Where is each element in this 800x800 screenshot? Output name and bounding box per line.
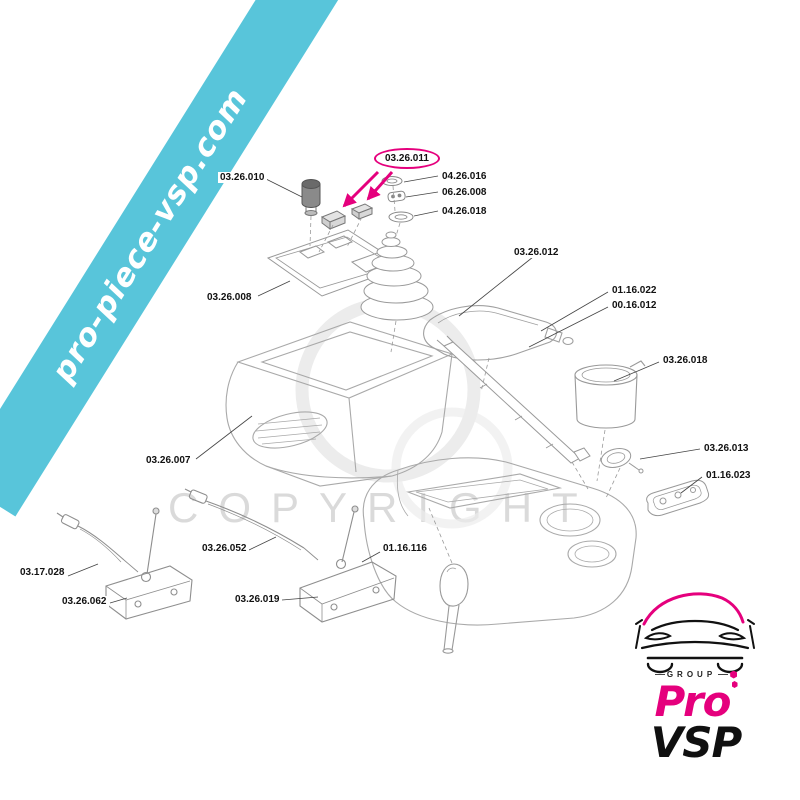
knob-part — [301, 179, 321, 216]
part-label: 03.26.062 — [60, 596, 109, 607]
highlight-arrow-icons — [342, 170, 394, 208]
part-label: 00.16.012 — [610, 300, 659, 311]
armrest-lid — [423, 305, 574, 361]
dash-icon — [654, 674, 665, 675]
part-label-highlighted: 03.26.011 — [374, 148, 440, 169]
part-label: 06.26.008 — [440, 187, 489, 198]
hexagon-icon — [731, 681, 738, 688]
part-label: 03.26.007 — [144, 455, 193, 466]
shifter-assembly-center — [184, 488, 397, 623]
part-label: 03.17.028 — [18, 567, 67, 578]
latch-part — [600, 448, 644, 474]
part-label: 03.26.008 — [205, 292, 254, 303]
part-label: 01.16.023 — [704, 470, 753, 481]
logo-pro-text: Pro — [654, 677, 731, 726]
ring-parts — [381, 176, 414, 223]
gear-boot — [360, 231, 434, 321]
gear-knob — [439, 563, 469, 654]
watermark-ring-icon — [295, 297, 513, 529]
leader-lines — [67, 175, 703, 604]
part-label: 01.16.022 — [610, 285, 659, 296]
dashed-guide-lines — [309, 185, 621, 564]
console-rear-body — [362, 457, 637, 626]
cup-cylinder — [574, 360, 646, 429]
part-label: 03.26.052 — [200, 543, 249, 554]
copyright-watermark: COPYRIGHT — [168, 484, 598, 531]
bracket-plate — [646, 479, 710, 517]
logo-group-line: GROUP — [626, 670, 766, 679]
part-label: 03.26.010 — [218, 172, 267, 183]
part-label: 01.16.116 — [381, 543, 429, 554]
slide-rail — [436, 335, 591, 464]
car-logo-icon — [635, 592, 755, 674]
shifter-assembly-left — [56, 507, 193, 620]
part-label: 04.26.018 — [440, 206, 489, 217]
dash-icon — [718, 674, 729, 675]
part-label: 04.26.016 — [440, 171, 489, 182]
part-label: 03.26.012 — [512, 247, 561, 258]
logo-group-label: GROUP — [666, 670, 717, 679]
part-label: 03.26.013 — [702, 443, 751, 454]
provsp-logo: GROUP Pro VSP — [626, 584, 766, 763]
part-label: 03.26.019 — [233, 594, 282, 605]
part-label: 03.26.018 — [661, 355, 710, 366]
hexagon-icon — [730, 670, 738, 679]
logo-vsp-text: VSP — [650, 718, 743, 767]
switch-parts — [320, 203, 374, 230]
